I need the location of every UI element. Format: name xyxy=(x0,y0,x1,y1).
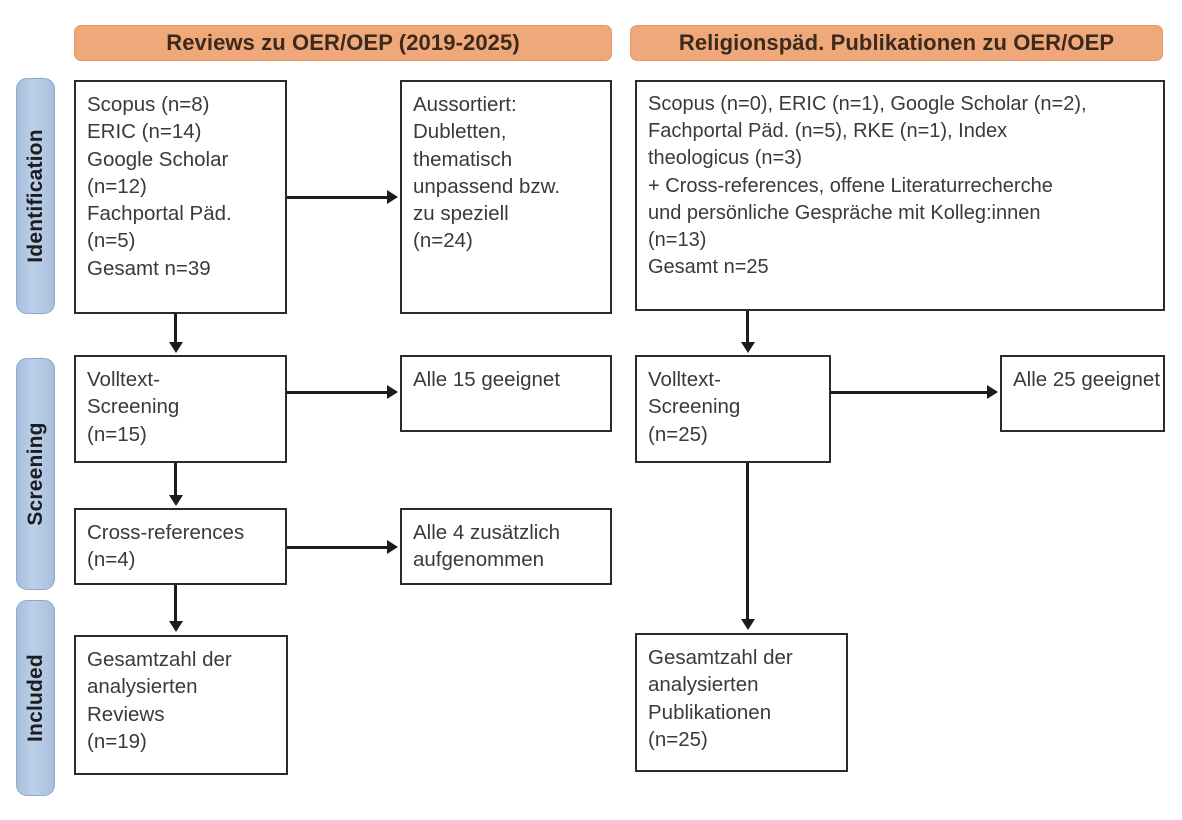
box-line: Volltext- xyxy=(87,368,160,391)
column-header-reviews: Reviews zu OER/OEP (2019-2025) xyxy=(74,25,612,61)
box-line: (n=13) xyxy=(648,228,707,251)
box-line: Scopus (n=0), ERIC (n=1), Google Scholar… xyxy=(648,93,1087,115)
column-header-reviews-label: Reviews zu OER/OEP (2019-2025) xyxy=(166,30,520,55)
column-header-religionspaed: Religionspäd. Publikationen zu OER/OEP xyxy=(630,25,1163,61)
box-line: Gesamt n=39 xyxy=(87,256,211,280)
box-line: Screening xyxy=(648,395,741,419)
column-header-religionspaed-label: Religionspäd. Publikationen zu OER/OEP xyxy=(678,30,1115,55)
arrowhead-right-fulltext-to-eligible xyxy=(987,385,998,399)
stage-label-identification: Identification xyxy=(23,129,47,263)
box-line: (n=15) xyxy=(87,422,147,446)
arrowhead-left-fulltext-to-crossrefs xyxy=(168,495,183,506)
arrowhead-left-crossrefs-to-added xyxy=(387,540,398,554)
box-line: Gesamtzahl der xyxy=(87,648,232,671)
box-line: Alle 15 geeignet xyxy=(413,368,561,391)
box-line: (n=12) xyxy=(87,174,147,198)
box-line: unpassend bzw. xyxy=(413,174,561,198)
box-line: analysierten xyxy=(87,675,198,699)
box-line: (n=5) xyxy=(87,229,136,253)
box-line: Fachportal Päd. xyxy=(87,202,232,225)
connector-right-fulltext-to-eligible xyxy=(831,391,987,394)
box-line: Screening xyxy=(87,395,180,419)
box-line: (n=4) xyxy=(87,548,136,572)
stage-label-screening: Screening xyxy=(23,422,47,526)
box-line: (n=24) xyxy=(413,229,473,253)
box-left-all-added: Alle 4 zusätzlich aufgenommen xyxy=(400,508,612,585)
arrowhead-left-fulltext-to-eligible xyxy=(387,385,398,399)
box-line: thematisch xyxy=(413,147,513,171)
box-line: Gesamtzahl der xyxy=(648,646,793,669)
box-line: + Cross-references, offene Literaturrech… xyxy=(648,174,1053,197)
arrowhead-right-fulltext-to-included xyxy=(740,619,755,630)
box-left-included-total: Gesamtzahl der analysierten Reviews (n=1… xyxy=(74,635,288,775)
box-line: Volltext- xyxy=(648,368,721,391)
box-line: zu speziell xyxy=(413,202,509,225)
box-right-sources: Scopus (n=0), ERIC (n=1), Google Scholar… xyxy=(635,80,1165,311)
stage-pill-screening: Screening xyxy=(16,358,55,590)
box-line: Dubletten, xyxy=(413,120,507,144)
box-line: (n=25) xyxy=(648,727,708,751)
connector-left-crossrefs-to-included xyxy=(174,585,177,621)
connector-left-crossrefs-to-added xyxy=(287,546,387,549)
box-line: Alle 4 zusätzlich xyxy=(413,521,560,544)
connector-left-sources-to-fulltext xyxy=(174,314,177,342)
box-line: aufgenommen xyxy=(413,548,545,572)
connector-right-fulltext-to-included xyxy=(746,463,749,619)
box-line: und persönliche Gespräche mit Kolleg:inn… xyxy=(648,201,1041,224)
box-line: Reviews xyxy=(87,702,165,726)
box-line: Cross-references xyxy=(87,521,245,544)
box-left-crossrefs: Cross-references (n=4) xyxy=(74,508,287,585)
box-line: Publikationen xyxy=(648,700,772,724)
box-right-fulltext-screening: Volltext- Screening (n=25) xyxy=(635,355,831,463)
stage-pill-included: Included xyxy=(16,600,55,796)
connector-left-fulltext-to-crossrefs xyxy=(174,463,177,495)
box-line: (n=19) xyxy=(87,729,147,753)
arrowhead-left-sources-to-fulltext xyxy=(168,342,183,353)
box-line: ERIC (n=14) xyxy=(87,120,202,144)
stage-label-included: Included xyxy=(23,654,47,742)
box-line: Gesamt n=25 xyxy=(648,256,769,279)
box-left-excluded: Aussortiert: Dubletten, thematisch unpas… xyxy=(400,80,612,314)
connector-right-sources-to-fulltext xyxy=(746,311,749,342)
box-line: theologicus (n=3) xyxy=(648,147,802,170)
box-line: Google Scholar xyxy=(87,147,229,171)
box-right-included-total: Gesamtzahl der analysierten Publikatione… xyxy=(635,633,848,772)
box-line: Aussortiert: xyxy=(413,93,517,116)
box-line: (n=25) xyxy=(648,422,708,446)
arrowhead-left-crossrefs-to-included xyxy=(168,621,183,632)
box-left-all-eligible: Alle 15 geeignet xyxy=(400,355,612,432)
box-right-all-eligible: Alle 25 geeignet xyxy=(1000,355,1165,432)
box-line: analysierten xyxy=(648,673,759,697)
box-line: Fachportal Päd. (n=5), RKE (n=1), Index xyxy=(648,120,1008,143)
stage-pill-identification: Identification xyxy=(16,78,55,314)
connector-left-fulltext-to-eligible xyxy=(287,391,387,394)
connector-left-sources-to-excluded xyxy=(287,196,387,199)
box-left-fulltext-screening: Volltext- Screening (n=15) xyxy=(74,355,287,463)
box-line: Alle 25 geeignet xyxy=(1013,368,1161,391)
box-line: Scopus (n=8) xyxy=(87,93,210,116)
arrowhead-left-sources-to-excluded xyxy=(387,190,398,204)
box-left-sources: Scopus (n=8) ERIC (n=14) Google Scholar … xyxy=(74,80,287,314)
arrowhead-right-sources-to-fulltext xyxy=(740,342,755,353)
